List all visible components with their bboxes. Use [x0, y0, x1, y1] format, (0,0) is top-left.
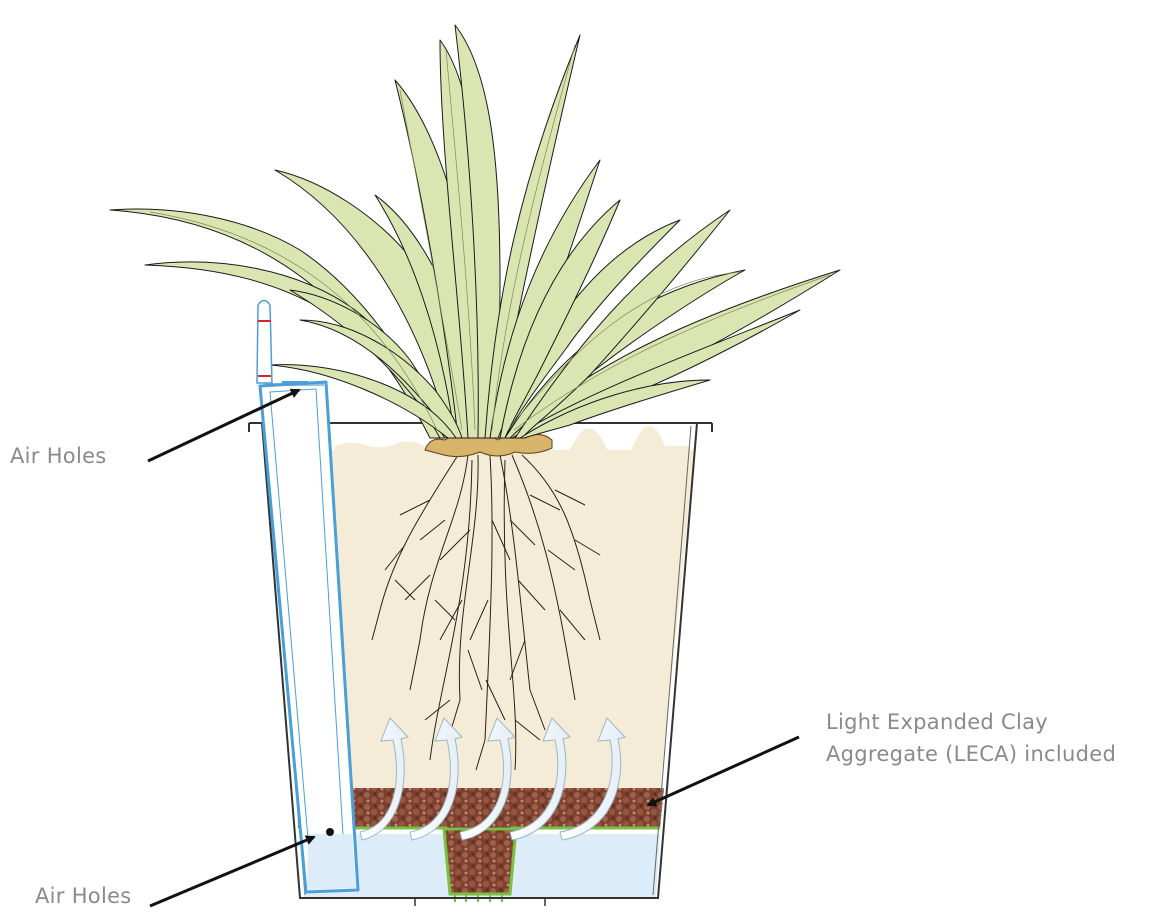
label-air-holes-top: Air Holes — [10, 440, 107, 472]
label-leca: Light Expanded Clay Aggregate (LECA) inc… — [826, 706, 1116, 770]
arrow-air-holes-bottom — [150, 837, 314, 906]
tube-water — [307, 834, 356, 890]
label-leca-line2: Aggregate (LECA) included — [826, 738, 1116, 770]
plant-leaves — [110, 25, 840, 438]
label-leca-line1: Light Expanded Clay — [826, 706, 1116, 738]
indicator-float-rod — [257, 301, 272, 384]
air-hole-dot — [326, 828, 334, 836]
label-air-holes-bottom: Air Holes — [35, 880, 132, 912]
wick-basket — [444, 829, 516, 894]
